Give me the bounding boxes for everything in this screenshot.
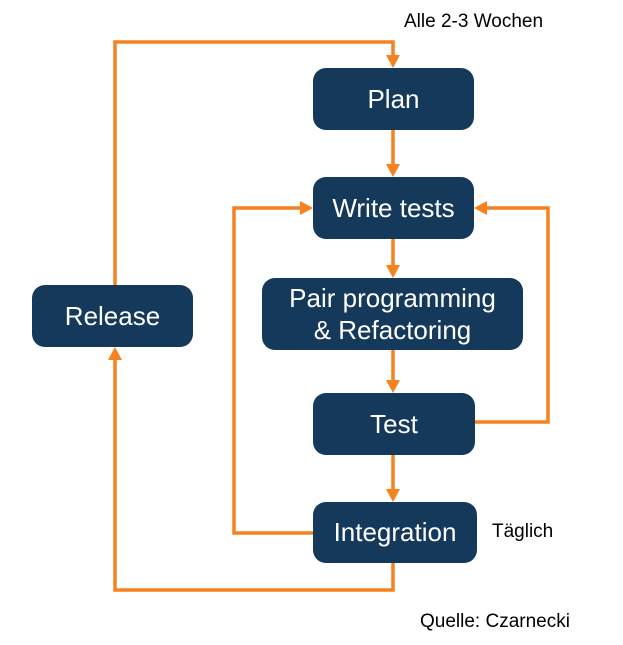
node-pair-programming-refactoring: Pair programming & Refactoring [262,278,523,350]
arrowhead-integration-release-loop [108,347,122,360]
arrowhead-test-integration [386,489,400,502]
arrowhead-write-tests-pair [386,265,400,278]
edge-release-plan-loop [113,40,395,285]
arrowhead-plan-write-tests [386,164,400,177]
node-test: Test [313,393,475,455]
annotation-daily: Täglich [492,521,554,542]
edge-integration-write-tests-loop [232,206,313,535]
node-integration: Integration [313,502,477,563]
arrowhead-integration-write-tests-loop [300,201,313,215]
arrowhead-pair-test [386,380,400,393]
node-write-tests: Write tests [313,177,474,239]
edge-test-write-tests-loop [475,206,550,424]
arrowhead-test-write-tests-loop [474,201,487,215]
node-release: Release [32,285,193,347]
node-plan: Plan [313,68,474,130]
annotation-cycle-duration: Alle 2-3 Wochen [404,11,544,32]
edge-integration-release-loop [113,360,395,592]
annotation-source: Quelle: Czarnecki [420,611,570,632]
arrowhead-release-plan-loop [386,55,400,68]
